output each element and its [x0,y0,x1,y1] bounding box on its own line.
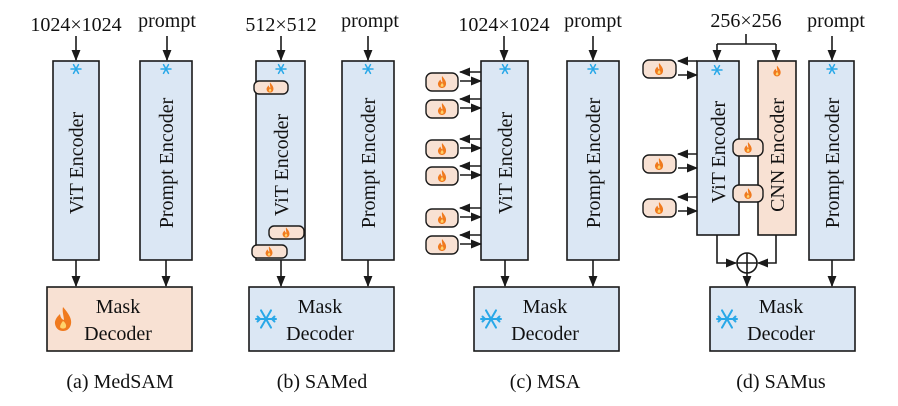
cross-branch-adapter [732,184,764,203]
circle-plus-icon [736,252,758,274]
adapter-block [425,235,459,255]
vit-encoder-box [52,60,100,261]
vit-encoder-label: ViT Encoder [271,114,293,217]
mask-decoder-label-line1: Mask [523,296,567,318]
mask-decoder-label-line2: Decoder [511,323,579,345]
vit-encoder-label: ViT Encoder [495,112,517,215]
panel-msa: 1024×1024 prompt ViT Encoder [425,10,622,393]
prompt-label: prompt [341,10,399,32]
vit-encoder-box [480,60,529,261]
prompt-encoder-box [566,60,620,261]
adapter-block [425,166,459,186]
panel-medsam: 1024×1024 prompt ViT Encoder Prompt Enco… [30,10,196,393]
mask-decoder-label-line2: Decoder [747,323,815,345]
cross-branch-adapter [732,138,764,157]
prompt-encoder-label: Prompt Encoder [156,97,178,228]
mask-decoder-label-line1: Mask [759,296,803,318]
prompt-label: prompt [807,10,865,32]
adapter-block [425,208,459,228]
panel-caption: (b) SAMed [277,371,368,393]
cnn-to-fusion-arrow [756,235,777,268]
prompt-encoder-label: Prompt Encoder [358,97,380,228]
panel-caption: (d) SAMus [736,371,826,393]
input-size-label: 256×256 [710,10,781,32]
vit-encoder-label: ViT Encoder [708,101,730,204]
vit-to-fusion-arrow [716,235,738,268]
prompt-encoder-label: Prompt Encoder [583,97,605,228]
adapter-block [425,72,459,92]
input-size-label: 1024×1024 [458,14,549,36]
input-size-label: 512×512 [245,14,316,36]
input-size-label: 1024×1024 [30,14,121,36]
adapter-block [425,139,459,159]
mask-decoder-box [46,286,193,352]
panel-caption: (a) MedSAM [66,371,173,393]
vit-encoder-box [696,60,740,236]
adapter-block [425,99,459,119]
mask-decoder-label-line2: Decoder [286,323,354,345]
mask-decoder-label-line1: Mask [298,296,342,318]
prompt-label: prompt [138,10,196,32]
cnn-encoder-box [757,60,797,236]
vit-encoder-label: ViT Encoder [66,112,88,215]
prompt-label: prompt [564,10,622,32]
panel-caption: (c) MSA [510,371,581,393]
mask-decoder-label-line2: Decoder [84,323,152,345]
panel-samus: 256×256 prompt ViT Encoder CNN Encoder [642,10,865,393]
prompt-encoder-label: Prompt Encoder [822,97,844,228]
prompt-encoder-box [139,60,193,261]
cnn-encoder-label: CNN Encoder [767,98,789,212]
mask-decoder-label-line1: Mask [96,296,140,318]
panel-samed: 512×512 prompt ViT Encoder Prompt Encode… [245,10,399,393]
